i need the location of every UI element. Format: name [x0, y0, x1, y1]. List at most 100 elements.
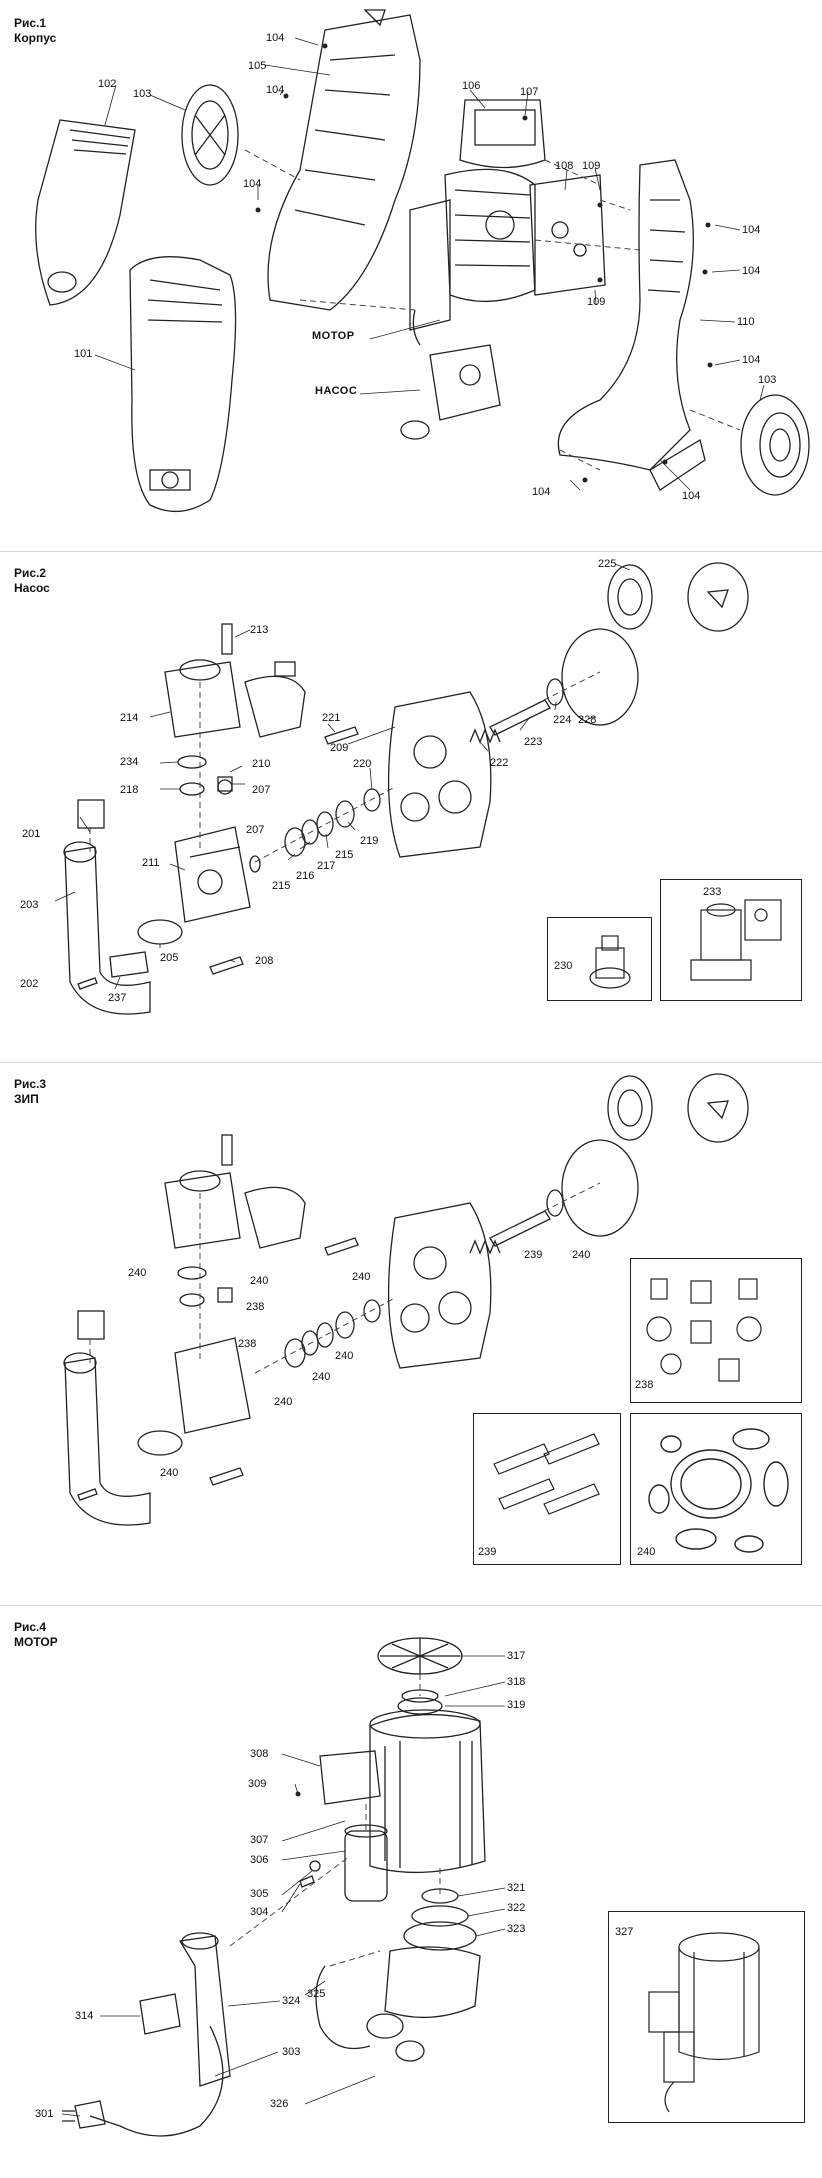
- callout-323: 323: [507, 1923, 526, 1935]
- figure-2-drawing: [54, 562, 749, 1015]
- separator: [0, 1605, 822, 1606]
- figure-3-name: ЗИП: [14, 1092, 39, 1106]
- callout-225: 225: [598, 558, 617, 570]
- inset-240-drawing: [648, 1428, 789, 1553]
- callout-324: 324: [282, 1995, 301, 2007]
- callout-110: 110: [737, 316, 755, 328]
- callout-217: 217: [317, 860, 336, 872]
- inset-238: 238: [630, 1258, 802, 1403]
- callout-104: 104: [742, 224, 761, 236]
- callout-104: 104: [742, 354, 761, 366]
- callout-306: 306: [250, 1854, 269, 1866]
- inset-240: 240: [630, 1413, 802, 1565]
- callout-303: 303: [282, 2046, 301, 2058]
- callout-104: 104: [532, 486, 551, 498]
- callout-307: 307: [250, 1834, 269, 1846]
- callout-238: 238: [246, 1301, 265, 1313]
- callout-240: 240: [572, 1249, 591, 1261]
- callout-322: 322: [507, 1902, 526, 1914]
- callout-240: 240: [274, 1396, 293, 1408]
- callout-219: 219: [360, 835, 379, 847]
- figure-3-drawing: [63, 1073, 749, 1526]
- callout-104: 104: [266, 32, 285, 44]
- callout-240: 240: [335, 1350, 354, 1362]
- callout-104: 104: [243, 178, 262, 190]
- callout-308: 308: [250, 1748, 269, 1760]
- callout-301: 301: [35, 2108, 54, 2120]
- callout-304: 304: [250, 1906, 269, 1918]
- figure-4-motor: Рис.4 МОТОР: [0, 1606, 822, 2178]
- callout-102: 102: [98, 78, 117, 90]
- callout-325: 325: [307, 1988, 326, 2000]
- figure-1-drawing: [35, 9, 810, 513]
- figure-3-spare-parts: Рис.3 ЗИП: [0, 1063, 822, 1603]
- inset-230: 230: [547, 917, 652, 1001]
- inset-239-drawing: [493, 1433, 600, 1515]
- callout-201: 201: [22, 828, 41, 840]
- callout-239: 239: [524, 1249, 543, 1261]
- callout-234: 234: [120, 756, 139, 768]
- callout-240: 240: [637, 1546, 656, 1558]
- callout-314: 314: [75, 2010, 94, 2022]
- callout-326: 326: [270, 2098, 289, 2110]
- callout-239: 239: [478, 1546, 497, 1558]
- callout-223: 223: [524, 736, 543, 748]
- callout-109: 109: [582, 160, 601, 172]
- callout-105: 105: [248, 60, 267, 72]
- callout-203: 203: [20, 899, 39, 911]
- callout-309: 309: [248, 1778, 267, 1790]
- inset-233: 233: [660, 879, 802, 1001]
- callout-240: 240: [160, 1467, 179, 1479]
- callout-318: 318: [507, 1676, 526, 1688]
- callout-104: 104: [682, 490, 701, 502]
- inset-327: 327: [608, 1911, 805, 2123]
- callout-240: 240: [128, 1267, 147, 1279]
- callout-228: 228: [578, 714, 597, 726]
- callout-215: 215: [335, 849, 354, 861]
- callout-220: 220: [353, 758, 372, 770]
- separator: [0, 551, 822, 552]
- separator: [0, 1062, 822, 1063]
- figure-2-name: Насос: [14, 581, 50, 595]
- callout-240: 240: [312, 1371, 331, 1383]
- callout-218: 218: [120, 784, 139, 796]
- callout-216: 216: [296, 870, 315, 882]
- callout-210: 210: [252, 758, 271, 770]
- callout-238: 238: [238, 1338, 257, 1350]
- callout-207: 207: [246, 824, 265, 836]
- figure-2-number: Рис.2: [14, 566, 47, 580]
- callout-240: 240: [250, 1275, 269, 1287]
- callout-238: 238: [635, 1379, 654, 1391]
- callout-205: 205: [160, 952, 179, 964]
- callout-103: 103: [133, 88, 152, 100]
- callout-319: 319: [507, 1699, 526, 1711]
- callout-233: 233: [703, 886, 722, 898]
- figure-1-title: Рис.1 Корпус: [14, 16, 56, 46]
- callout-214: 214: [120, 712, 139, 724]
- inset-233-drawing: [690, 899, 782, 981]
- callout-230: 230: [554, 960, 573, 972]
- callout-222: 222: [490, 757, 509, 769]
- callout-104: 104: [742, 265, 761, 277]
- figure-1-name: Корпус: [14, 31, 57, 45]
- callout-202: 202: [20, 978, 39, 990]
- figure-4-name: МОТОР: [14, 1635, 58, 1649]
- callout-106: 106: [462, 80, 481, 92]
- callout-108: 108: [555, 160, 574, 172]
- callout-109: 109: [587, 296, 606, 308]
- callout-104: 104: [266, 84, 285, 96]
- inset-230-drawing: [589, 935, 631, 989]
- callout-103: 103: [758, 374, 777, 386]
- figure-4-title: Рис.4 МОТОР: [14, 1620, 58, 1650]
- callout-237: 237: [108, 992, 127, 1004]
- figure-4-number: Рис.4: [14, 1620, 47, 1634]
- figure-3-title: Рис.3 ЗИП: [14, 1077, 46, 1107]
- callout-317: 317: [507, 1650, 526, 1662]
- callout-107: 107: [520, 86, 539, 98]
- callout-224: 224: [553, 714, 572, 726]
- motor-label: МОТОР: [312, 330, 355, 342]
- figure-2-pump: Рис.2 Насос: [0, 552, 822, 1060]
- callout-211: 211: [142, 857, 160, 869]
- callout-207: 207: [252, 784, 271, 796]
- figure-1-housing: Рис.1 Корпус: [0, 0, 822, 548]
